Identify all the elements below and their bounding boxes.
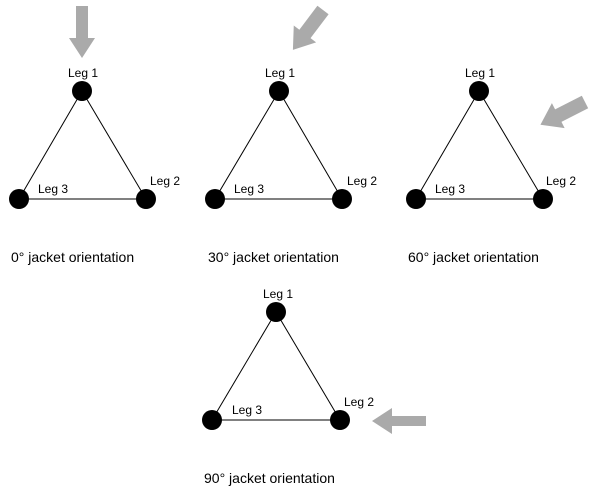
incoming-direction-arrow — [69, 6, 95, 58]
leg-1-label: Leg 1 — [465, 66, 495, 80]
panel-30deg: Leg 1 Leg 2 Leg 3 30° jacket orientation — [205, 5, 377, 265]
leg-2-node — [136, 189, 156, 209]
jacket-edge — [415, 90, 480, 200]
jacket-edge — [18, 90, 83, 200]
leg-1-node — [266, 302, 286, 322]
leg-3-node — [205, 189, 225, 209]
leg-1-node — [72, 81, 92, 101]
leg-2-label: Leg 2 — [546, 174, 576, 188]
leg-2-label: Leg 2 — [150, 174, 180, 188]
incoming-direction-arrow — [292, 5, 329, 50]
panel-90deg: Leg 1 Leg 2 Leg 3 90° jacket orientation — [202, 287, 426, 486]
panel-60deg: Leg 1 Leg 2 Leg 3 60° jacket orientation — [406, 66, 589, 265]
jacket-edge — [214, 90, 280, 200]
leg-2-node — [330, 410, 350, 430]
leg-1-label: Leg 1 — [263, 287, 293, 301]
leg-3-node — [9, 189, 29, 209]
panel-caption: 0° jacket orientation — [11, 249, 134, 265]
leg-2-label: Leg 2 — [347, 174, 377, 188]
leg-3-label: Leg 3 — [435, 182, 465, 196]
incoming-direction-arrow — [540, 95, 589, 129]
leg-2-label: Leg 2 — [344, 395, 374, 409]
leg-3-label: Leg 3 — [234, 182, 264, 196]
leg-2-node — [332, 189, 352, 209]
leg-3-node — [406, 189, 426, 209]
jacket-edge — [211, 311, 277, 421]
jacket-edge — [478, 90, 544, 200]
leg-1-node — [269, 81, 289, 101]
leg-3-label: Leg 3 — [232, 403, 262, 417]
jacket-edge — [81, 90, 147, 200]
leg-1-label: Leg 1 — [68, 66, 98, 80]
leg-2-node — [533, 189, 553, 209]
panel-0deg: Leg 1 Leg 2 Leg 3 0° jacket orientation — [9, 6, 180, 265]
panel-caption: 30° jacket orientation — [208, 249, 339, 265]
incoming-direction-arrow — [372, 408, 426, 434]
leg-1-node — [469, 81, 489, 101]
leg-3-node — [202, 410, 222, 430]
jacket-edge — [278, 90, 343, 200]
leg-3-label: Leg 3 — [38, 182, 68, 196]
panel-caption: 90° jacket orientation — [204, 470, 335, 486]
jacket-edge — [275, 311, 341, 421]
leg-1-label: Leg 1 — [265, 66, 295, 80]
panel-caption: 60° jacket orientation — [408, 249, 539, 265]
